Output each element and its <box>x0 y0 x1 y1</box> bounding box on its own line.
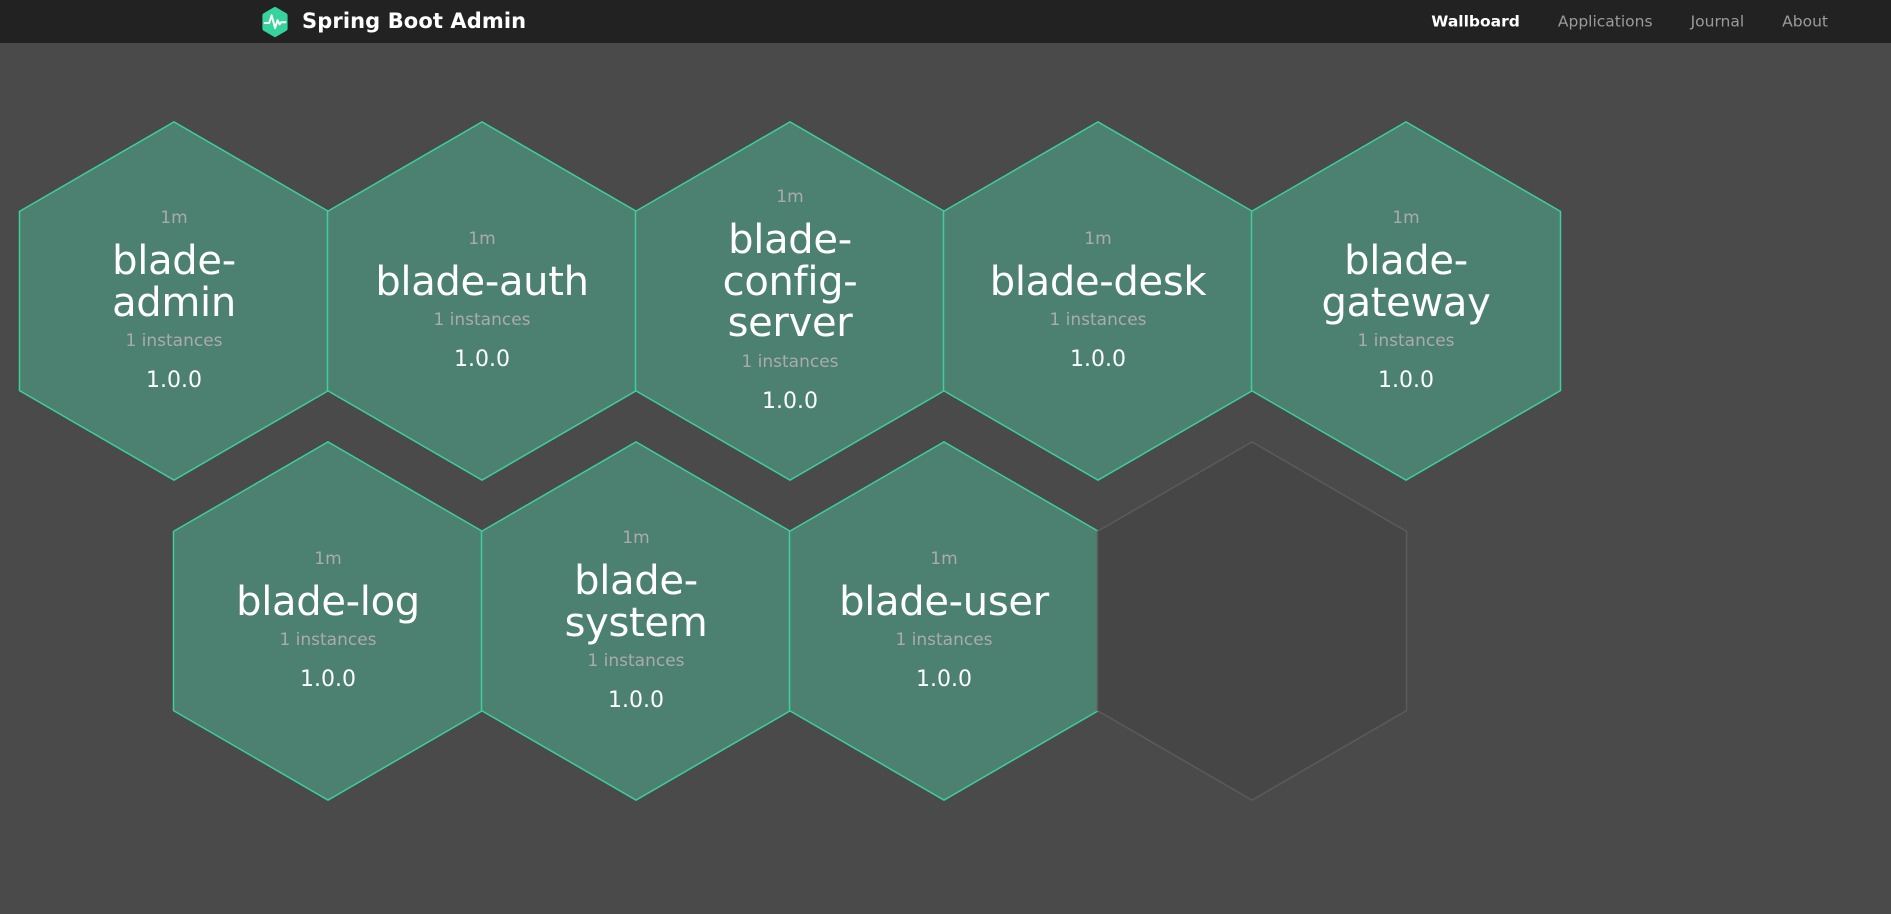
nav-link-about[interactable]: About <box>1782 11 1828 30</box>
top-navbar: Spring Boot Admin Wallboard Applications… <box>0 0 1891 43</box>
hexagon-shape <box>788 441 1100 801</box>
hexagon-shape <box>634 121 946 481</box>
brand-home-link[interactable]: Spring Boot Admin <box>259 6 526 38</box>
nav-link-journal[interactable]: Journal <box>1690 11 1745 30</box>
brand-title: Spring Boot Admin <box>302 9 527 33</box>
main-navigation: Wallboard Applications Journal About <box>1412 11 1847 30</box>
hexagon-shape <box>326 121 638 481</box>
nav-link-wallboard[interactable]: Wallboard <box>1431 11 1520 30</box>
hexagon-shape <box>942 121 1254 481</box>
nav-link-applications[interactable]: Applications <box>1557 11 1653 30</box>
heartbeat-hexagon-logo-icon <box>259 6 291 38</box>
hexagon-shape <box>1250 121 1562 481</box>
hexagon-shape <box>1096 441 1408 801</box>
hexagon-placeholder <box>1096 441 1408 801</box>
hexagon-shape <box>172 441 484 801</box>
hexagon-shape <box>480 441 792 801</box>
hexagon-shape <box>18 121 330 481</box>
